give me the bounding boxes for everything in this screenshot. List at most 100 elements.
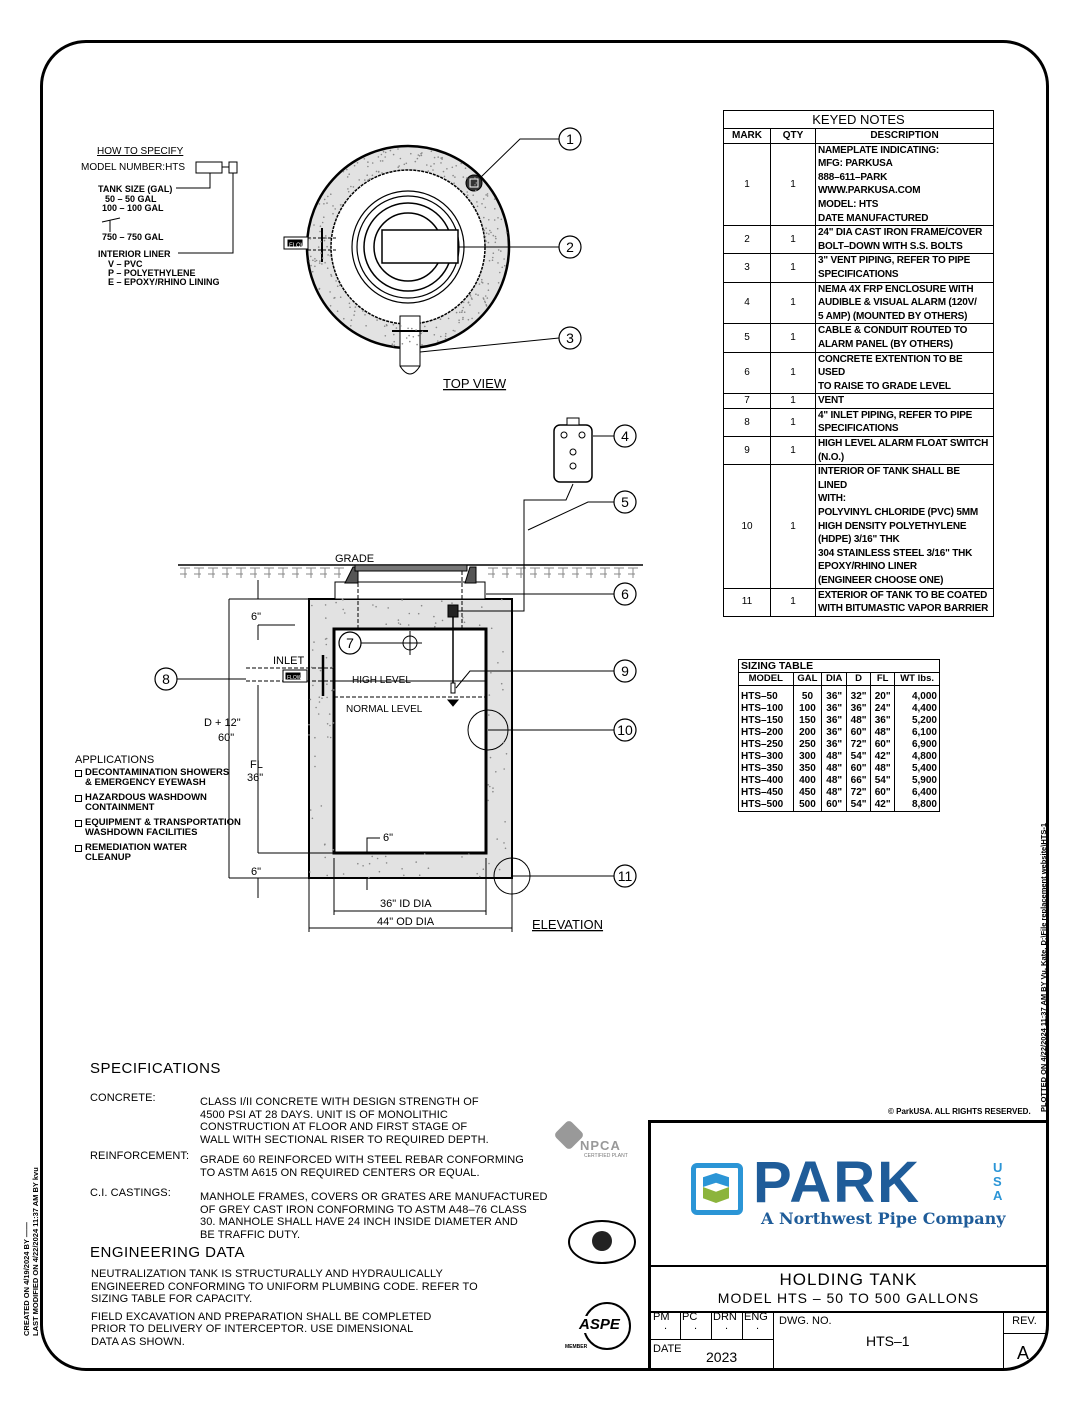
alarm-enclosure bbox=[553, 424, 593, 483]
note-mark: 11 bbox=[723, 587, 771, 617]
eng-value: . bbox=[755, 1320, 760, 1332]
spec-label: C.I. CASTINGS: bbox=[90, 1187, 171, 1199]
top-view bbox=[283, 144, 511, 375]
sizing-cell: 48" bbox=[821, 751, 848, 763]
leader-line bbox=[455, 670, 614, 689]
top-view-title: TOP VIEW bbox=[443, 376, 507, 391]
checkbox-icon bbox=[75, 819, 82, 827]
engineering-line: NEUTRALIZATION TANK IS STRUCTURALLY AND … bbox=[91, 1268, 443, 1280]
callout-circle bbox=[613, 864, 637, 888]
sizing-cell: 54" bbox=[870, 775, 896, 787]
note-qty: 1 bbox=[770, 407, 816, 438]
dim-depth-value: 60" bbox=[218, 732, 234, 744]
tank-size-option: 50 – 50 GAL bbox=[105, 194, 157, 204]
manhole-frame bbox=[354, 564, 468, 572]
sizing-cell: 4,800 bbox=[894, 751, 940, 763]
sizing-cell: 54" bbox=[846, 751, 872, 763]
sizing-cell: HTS–450 bbox=[738, 787, 794, 799]
applications-title: APPLICATIONS bbox=[75, 754, 155, 766]
soil-hatch bbox=[628, 567, 638, 578]
note-qty: 1 bbox=[770, 464, 816, 589]
application-line: HAZARDOUS WASHDOWN bbox=[85, 791, 207, 803]
sizing-header: WT lbs. bbox=[894, 672, 940, 686]
applications: APPLICATIONS DECONTAMINATION SHOWERS& EM… bbox=[75, 755, 241, 868]
application-line: DECONTAMINATION SHOWERS bbox=[85, 766, 230, 778]
soil-hatch bbox=[614, 567, 624, 578]
npca-sub: CERTIFIED PLANT bbox=[584, 1153, 628, 1159]
note-mark: 2 bbox=[723, 225, 771, 255]
sizing-cell: 48" bbox=[870, 763, 896, 775]
spec-line: CONSTRUCTION AT FLOOR AND FIRST STAGE OF bbox=[200, 1121, 468, 1133]
callout-number: 3 bbox=[566, 330, 574, 346]
date-value: 2023 bbox=[706, 1349, 738, 1365]
sizing-cell: 48" bbox=[870, 727, 896, 739]
engineering-paragraph: NEUTRALIZATION TANK IS STRUCTURALLY AND … bbox=[91, 1268, 511, 1306]
sizing-cell: 50 bbox=[792, 685, 823, 703]
application-line: WASHDOWN FACILITIES bbox=[85, 827, 198, 838]
liner-title: INTERIOR LINER bbox=[98, 249, 171, 259]
plotted-stamp: PLOTTED ON 4/22/2024 11:37 AM BY Vu, Kat… bbox=[1039, 823, 1048, 1112]
dim-bottom: 6" bbox=[251, 866, 261, 878]
col-mark: MARK bbox=[723, 128, 771, 144]
note-mark: 4 bbox=[723, 281, 771, 325]
soil-hatch bbox=[530, 567, 540, 578]
sizing-cell: HTS–250 bbox=[738, 739, 794, 751]
engineering-line: ENGINEERED CONFORMING TO UNIFORM PLUMBIN… bbox=[91, 1280, 478, 1293]
liner-option: P – POLYETHYLENE bbox=[108, 268, 196, 278]
tank-size-option: 100 – 100 GAL bbox=[102, 203, 164, 213]
sizing-cell: 5,200 bbox=[894, 715, 940, 727]
soil-hatch bbox=[544, 567, 554, 578]
sizing-cell: HTS–50 bbox=[738, 685, 794, 703]
soil-hatch bbox=[264, 567, 274, 578]
note-description: NAMEPLATE INDICATING: MFG: PARKUSA 888–6… bbox=[815, 142, 994, 227]
soil-hatch bbox=[236, 567, 246, 578]
sizing-header: MODEL bbox=[738, 672, 794, 686]
sizing-cell: HTS–350 bbox=[738, 763, 794, 775]
application-item: DECONTAMINATION SHOWERS& EMERGENCY EYEWA… bbox=[75, 766, 241, 789]
date-label: DATE bbox=[653, 1343, 682, 1355]
col-description: DESCRIPTION bbox=[815, 128, 994, 144]
sizing-cell: HTS–200 bbox=[738, 727, 794, 739]
modified-stamp: LAST MODIFIED ON 4/22/2024 11:37 AM BY k… bbox=[31, 1167, 40, 1336]
soil-hatch bbox=[278, 567, 288, 578]
sizing-cell: 36" bbox=[821, 715, 848, 727]
rev-label: REV. bbox=[1012, 1315, 1037, 1327]
soil-hatch bbox=[208, 567, 218, 578]
callout-number: 5 bbox=[621, 494, 629, 510]
sizing-cell: 500 bbox=[792, 799, 823, 812]
sizing-header: FL bbox=[870, 672, 896, 686]
spec-line: OF GREY CAST IRON CONFORMING TO ASTM A48… bbox=[200, 1203, 527, 1216]
checkbox-icon bbox=[75, 769, 82, 777]
note-description: VENT bbox=[815, 393, 994, 409]
note-description: NEMA 4X FRP ENCLOSURE WITH AUDIBLE & VIS… bbox=[815, 281, 994, 325]
dim-top: 6" bbox=[251, 611, 261, 623]
sizing-cell: 250 bbox=[792, 739, 823, 751]
aspe-sub: MEMBER bbox=[565, 1344, 588, 1350]
sizing-cell: 24" bbox=[870, 703, 896, 715]
sizing-cell: 100 bbox=[792, 703, 823, 715]
sizing-cell: HTS–100 bbox=[738, 703, 794, 715]
tank-interior bbox=[332, 627, 488, 855]
engineering-data: NEUTRALIZATION TANK IS STRUCTURALLY AND … bbox=[91, 1268, 511, 1353]
flow-label: FLOW bbox=[289, 243, 307, 249]
spec-line: TO ASTM A615 ON REQUIRED CENTERS OR EQUA… bbox=[200, 1166, 480, 1179]
sizing-cell: 60" bbox=[846, 763, 872, 775]
spec-line: 4500 PSI AT 28 DAYS. UNIT IS OF MONOLITH… bbox=[200, 1108, 448, 1121]
note-mark: 7 bbox=[723, 393, 771, 409]
sizing-cell: 54" bbox=[846, 799, 872, 812]
sizing-cell: 36" bbox=[846, 703, 872, 715]
liner-option: V – PVC bbox=[108, 259, 143, 269]
sizing-header: D bbox=[846, 672, 872, 686]
callout-number: 11 bbox=[618, 868, 633, 884]
